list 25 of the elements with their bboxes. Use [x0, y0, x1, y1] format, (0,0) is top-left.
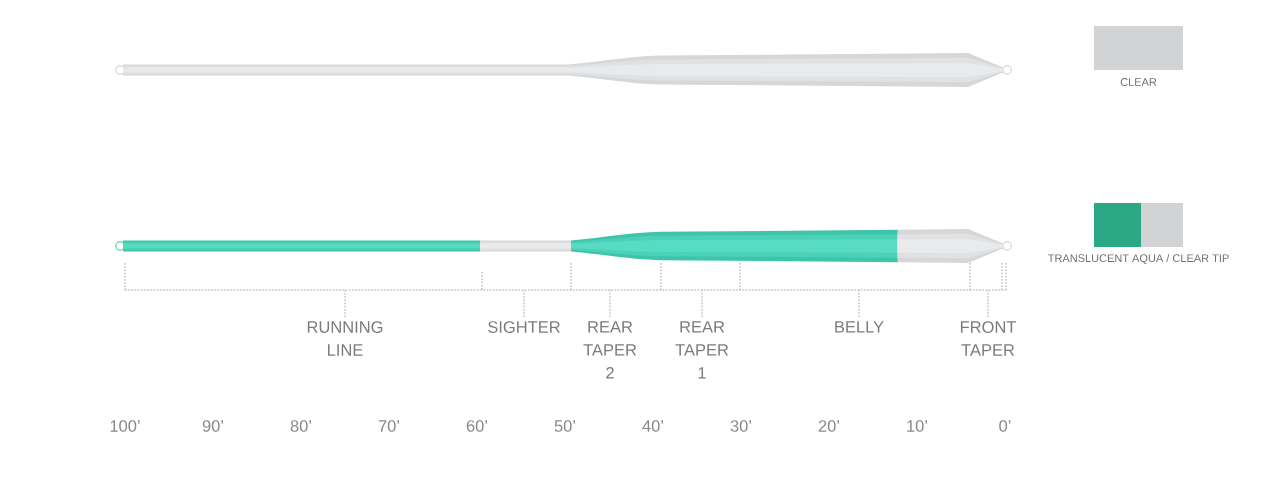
scale-label: 30’	[730, 420, 751, 432]
section-label: BELLY	[835, 321, 884, 333]
leader-line	[858, 289, 860, 318]
scale-label: 90’	[202, 420, 223, 432]
scale-label: 0’	[999, 420, 1011, 432]
leader-line	[344, 289, 346, 318]
scale-label: 80’	[290, 420, 311, 432]
leader-line	[987, 289, 989, 318]
leader-line	[523, 289, 525, 318]
leader-line	[609, 289, 611, 318]
section-label: FRONT TAPER	[960, 321, 1017, 356]
scale-label: 20’	[818, 420, 839, 432]
legend-label: CLEAR	[1120, 78, 1157, 86]
scale-label: 10’	[907, 420, 927, 432]
scale-label: 50’	[554, 420, 575, 432]
section-label: REAR TAPER 2	[583, 321, 637, 379]
scale-label: 40’	[642, 420, 663, 432]
section-label: REAR TAPER 1	[675, 321, 729, 379]
section-label: RUNNING LINE	[307, 321, 383, 356]
scale-label: 60’	[466, 420, 487, 432]
scale-label: 100’	[110, 420, 140, 432]
legend-label: TRANSLUCENT AQUA / CLEAR TIP	[1048, 254, 1229, 264]
leader-line	[701, 289, 703, 318]
section-label: SIGHTER	[488, 321, 560, 333]
scale-label: 70’	[378, 420, 399, 432]
